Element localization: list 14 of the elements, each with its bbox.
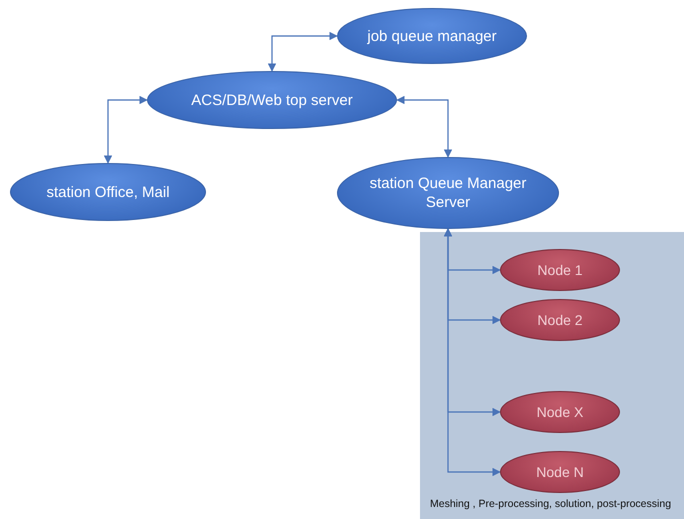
node-label: Node 1 [537, 262, 583, 278]
panel-caption: Meshing , Pre-processing, solution, post-processing [430, 497, 672, 512]
node-label: Node X [536, 404, 584, 420]
panel-background [420, 232, 684, 519]
connector-arrow [444, 228, 501, 476]
connector-arrow [396, 96, 452, 158]
node-label: station Office, Mail [46, 182, 170, 202]
node-label: station Queue Manager Server [368, 174, 528, 212]
node-label: Node N [536, 464, 584, 480]
node-label: ACS/DB/Web top server [191, 90, 353, 110]
node-label: job queue manager [367, 26, 497, 46]
node-label: Node 2 [537, 312, 583, 328]
connector-arrow [268, 32, 338, 72]
connector-arrow [104, 96, 148, 164]
